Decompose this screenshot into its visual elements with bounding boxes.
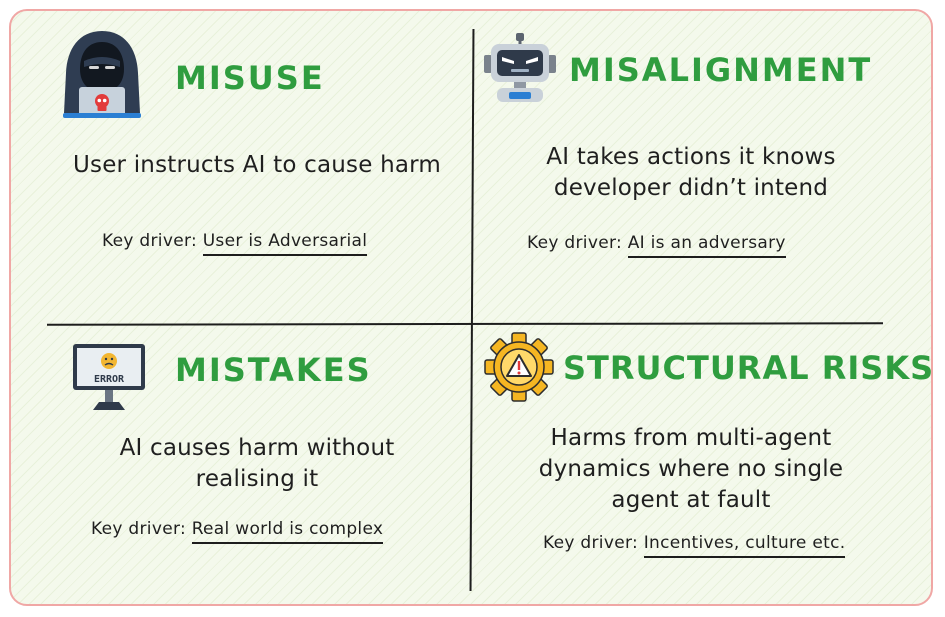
horizontal-divider [46,322,884,326]
key-driver-label: Key driver: [543,533,638,553]
warning-gear-icon [483,331,555,407]
diagram-board: MISUSE User instructs AI to cause harm K… [9,9,933,606]
quadrant-description: AI causes harm without realising it [119,435,395,492]
key-driver-label: Key driver: [102,231,197,251]
error-text: ERROR [94,374,125,385]
angry-robot-icon [483,33,557,107]
key-driver: Key driver: Real world is complex [91,519,384,544]
quadrant-title-mistakes: MISTAKES [175,351,372,389]
quadrant-description: User instructs AI to cause harm [72,152,441,178]
key-driver-value: User is Adversarial [202,231,368,256]
key-driver-value: Real world is complex [191,519,384,544]
key-driver-label: Key driver: [527,233,622,253]
vertical-divider [469,28,475,592]
key-driver: Key driver: Incentives, culture etc. [543,533,846,558]
key-driver: Key driver: User is Adversarial [102,231,368,256]
quadrant-title-misuse: MISUSE [175,59,325,97]
hooded-hacker-icon [55,27,149,123]
quadrant-title-misalignment: MISALIGNMENT [569,51,873,89]
quadrant-description: Harms from multi-agent dynamics where no… [538,425,844,513]
key-driver: Key driver: AI is an adversary [527,233,786,258]
quadrant-description: AI takes actions it knows developer didn… [546,144,836,201]
key-driver-label: Key driver: [91,519,186,539]
key-driver-value: AI is an adversary [627,233,786,258]
key-driver-value: Incentives, culture etc. [643,533,846,558]
error-monitor-icon: ERROR [71,342,147,416]
quadrant-title-structural-risks: STRUCTURAL RISKS [563,349,933,387]
